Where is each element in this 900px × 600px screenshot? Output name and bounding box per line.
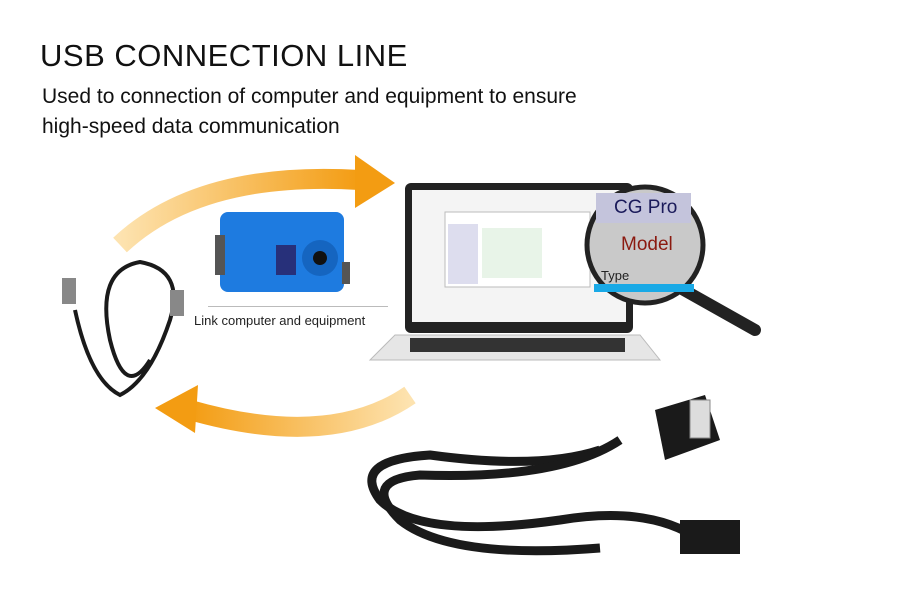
page-title: USB CONNECTION LINE — [40, 38, 408, 73]
device-caption: Link computer and equipment — [194, 313, 366, 328]
arrow-to-device — [155, 385, 416, 437]
magnifier-brand: CG Pro — [614, 197, 678, 218]
magnifier-type-label: Type — [601, 268, 630, 283]
caption-divider — [208, 306, 388, 307]
subtitle-line-2: high-speed data communication — [42, 115, 340, 138]
usb-cable-small — [62, 259, 184, 398]
cg-pro-device — [215, 212, 350, 292]
usb-cable-large — [367, 395, 740, 556]
subtitle-line-1: Used to connection of computer and equip… — [42, 85, 577, 108]
arrow-to-laptop — [113, 155, 395, 253]
laptop — [368, 183, 662, 361]
magnifier-model-label: Model — [621, 234, 673, 255]
magnifier — [584, 184, 761, 336]
